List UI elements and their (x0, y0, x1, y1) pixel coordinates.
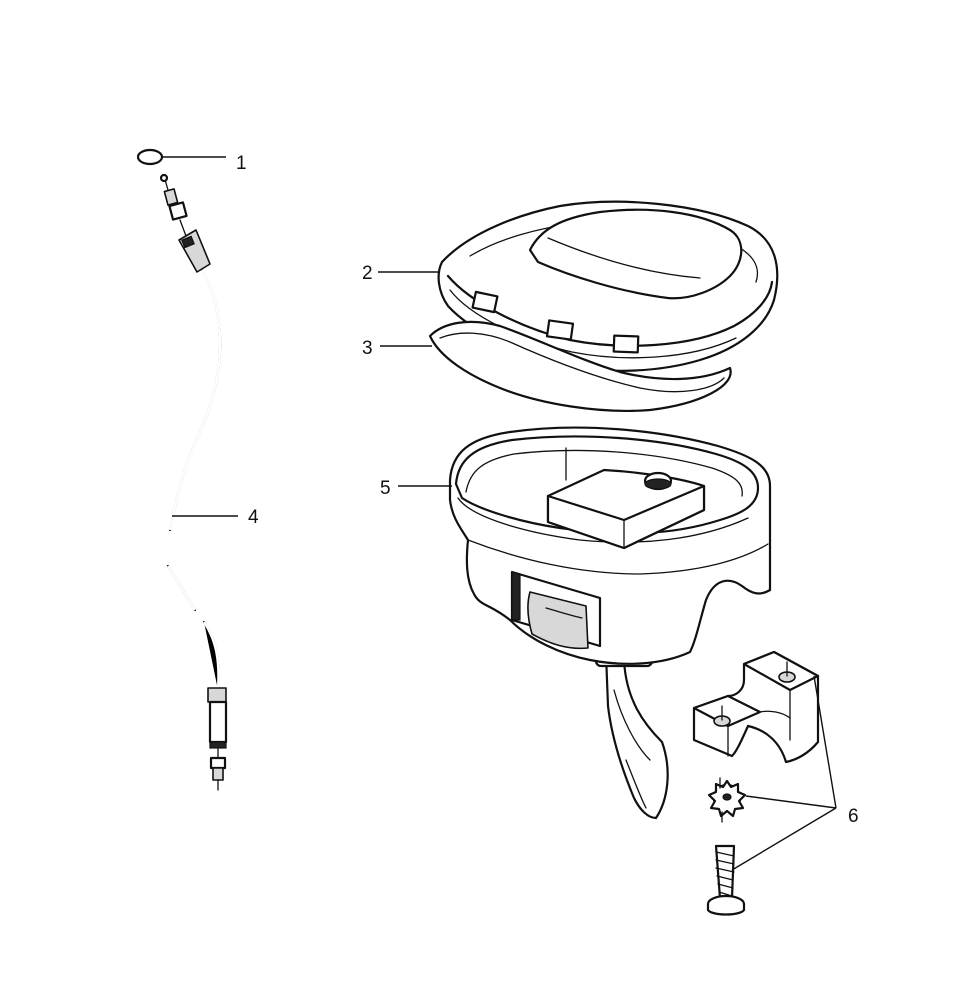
callout-1: 1 (236, 153, 247, 174)
callout-2: 2 (362, 263, 373, 284)
callout-5: 5 (380, 478, 391, 499)
throttle-cable-icon (159, 173, 228, 791)
callout-6: 6 (848, 806, 859, 827)
clamp-washer-screw-icon (692, 650, 820, 916)
callout-4: 4 (248, 507, 259, 528)
o-ring-icon (136, 148, 164, 166)
housing-cover-icon (437, 200, 779, 372)
leader-lines (162, 156, 837, 871)
throttle-housing-icon (448, 426, 772, 820)
callout-3: 3 (362, 338, 373, 359)
gasket-icon (428, 320, 732, 412)
